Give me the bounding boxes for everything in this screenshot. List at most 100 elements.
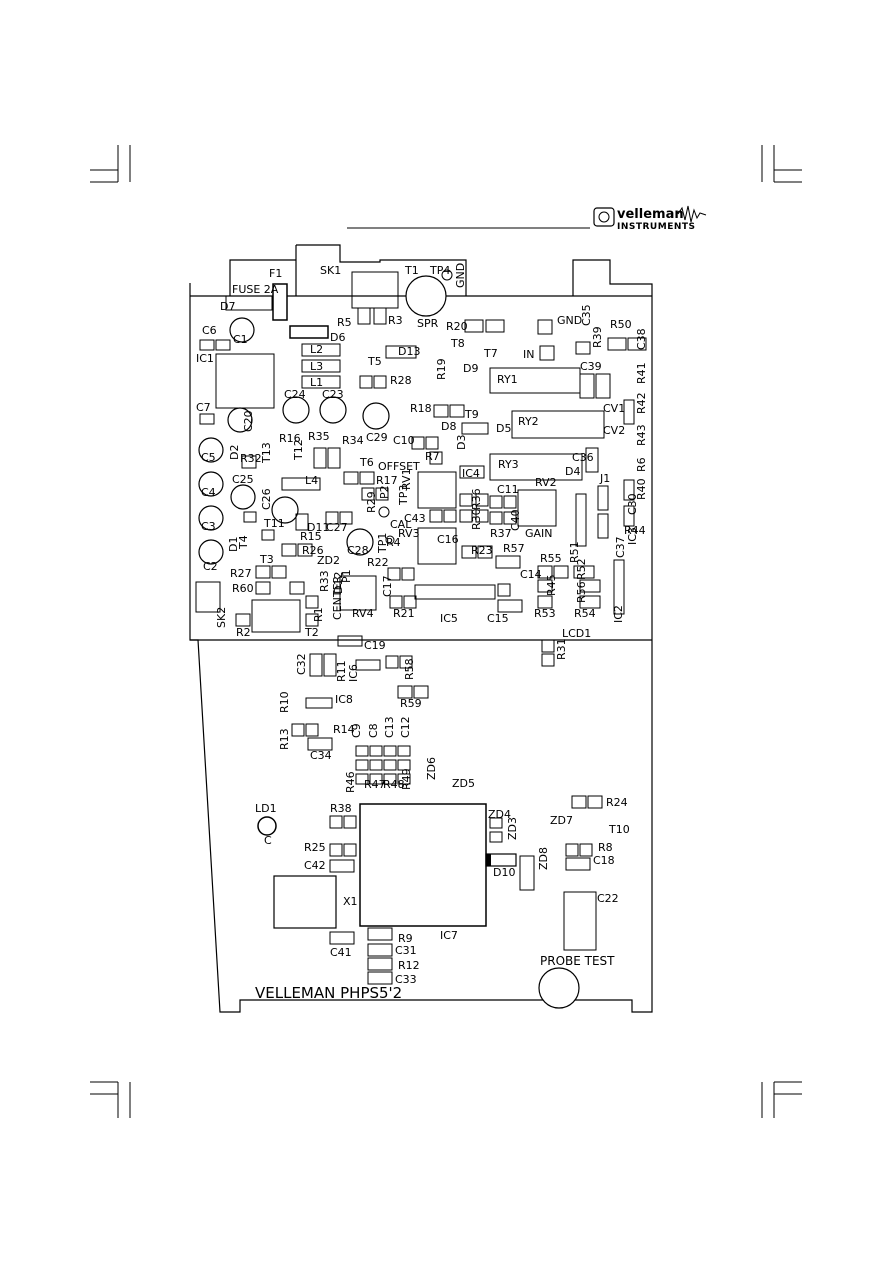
label-r18: R18 [410, 402, 432, 415]
label-r13: R13 [278, 728, 291, 750]
label-c20: C20 [242, 410, 255, 432]
ic7-processor [359, 803, 487, 927]
label-r11: R11 [335, 660, 348, 682]
label-r30: R30 [470, 508, 483, 530]
label-c32: C32 [295, 653, 308, 675]
label-r46: R46 [344, 771, 357, 793]
label-fuse: FUSE 2A [232, 283, 279, 296]
label-c13: C13 [383, 716, 396, 738]
label-t9: T9 [464, 408, 479, 421]
label-p2: P2 [378, 485, 391, 499]
probe-test-label: PROBE TEST [540, 954, 615, 968]
label-l2: L2 [310, 343, 323, 356]
fuse-f1 [272, 283, 288, 321]
label-zd3: ZD3 [506, 817, 519, 840]
label-d11: D11 [307, 521, 329, 534]
label-c43: C43 [404, 512, 426, 525]
label-r44: R44 [624, 524, 646, 537]
led-ld1 [257, 816, 277, 836]
label-c37: C37 [614, 536, 627, 558]
label-sk2: SK2 [215, 607, 228, 628]
label-c9: C9 [350, 723, 363, 738]
label-gnd2: GND [557, 314, 582, 327]
fuse-holder [225, 295, 273, 311]
label-tp3: TP3 [397, 485, 410, 506]
label-t8: T8 [450, 337, 465, 350]
label-r41: R41 [635, 362, 648, 384]
label-r34: R34 [342, 434, 364, 447]
label-c16: C16 [437, 533, 459, 546]
crystal-x1 [273, 875, 337, 929]
label-c6: C6 [202, 324, 217, 337]
label-d4: D4 [565, 465, 580, 478]
test-point-tp1 [385, 535, 395, 545]
label-c28: C28 [347, 544, 369, 557]
label-d1: D1 [227, 537, 240, 552]
label-ic7: IC7 [440, 929, 458, 942]
label-c1: C1 [233, 333, 248, 346]
label-d12: D12 [332, 572, 345, 594]
label-c10: C10 [393, 434, 415, 447]
label-r22: R22 [367, 556, 389, 569]
label-gain: GAIN [525, 527, 553, 540]
label-r16: R16 [279, 432, 301, 445]
label-cv1: CV1 [603, 402, 625, 415]
label-ic8: IC8 [335, 693, 353, 706]
label-offset: OFFSET [378, 460, 420, 473]
label-c4: C4 [201, 486, 216, 499]
label-cal: CAL [390, 518, 412, 531]
label-r12: R12 [398, 959, 420, 972]
label-zd4: ZD4 [488, 808, 511, 821]
label-r21: R21 [393, 607, 415, 620]
label-t1: T1 [404, 264, 419, 277]
label-ic3: IC3 [626, 527, 639, 545]
label-r28: R28 [390, 374, 412, 387]
label-r36: R36 [470, 488, 483, 510]
label-sk1: SK1 [320, 264, 341, 277]
label-x1: X1 [343, 895, 358, 908]
label-l3: L3 [310, 360, 323, 373]
label-r3: R3 [388, 314, 403, 327]
label-c3: C3 [201, 520, 216, 533]
sk2-connector [195, 581, 221, 613]
label-r54: R54 [574, 607, 596, 620]
label-ry2: RY2 [518, 415, 539, 428]
label-c25: C25 [232, 473, 254, 486]
label-f1: F1 [269, 267, 282, 280]
label-r60: R60 [232, 582, 254, 595]
label-r2: R2 [236, 626, 251, 639]
label-c14: C14 [520, 568, 542, 581]
label-r1: R1 [312, 607, 325, 622]
label-r40: R40 [635, 478, 648, 500]
label-r55: R55 [540, 552, 562, 565]
label-d2: D2 [228, 445, 241, 460]
label-l1: L1 [310, 376, 323, 389]
label-r58: R58 [403, 658, 416, 680]
label-r39: R39 [591, 326, 604, 348]
label-d9: D9 [463, 362, 478, 375]
label-ry1: RY1 [497, 373, 518, 386]
label-ic2: IC2 [612, 605, 625, 623]
label-c8: C8 [367, 723, 380, 738]
label-c40: C40 [509, 509, 522, 531]
label-c27: C27 [326, 521, 348, 534]
label-c36: C36 [572, 451, 594, 464]
label-t7: T7 [483, 347, 498, 360]
label-p1: P1 [340, 569, 353, 583]
transformer-t1 [351, 271, 399, 309]
label-r24: R24 [606, 796, 628, 809]
capacitors-electrolytic [198, 317, 390, 565]
label-t4: T4 [237, 535, 250, 550]
label-r47: R47 [364, 778, 386, 791]
label-d13: D13 [398, 345, 420, 358]
label-d5: D5 [496, 422, 511, 435]
label-rv3: RV3 [398, 527, 420, 540]
label-c12: C12 [399, 716, 412, 738]
label-t2: T2 [304, 626, 319, 639]
label-gnd1: GND [454, 263, 467, 288]
label-zd7: ZD7 [550, 814, 573, 827]
board-model-text: VELLEMAN PHPS5'2 [255, 984, 402, 1002]
label-r14: R14 [333, 723, 355, 736]
